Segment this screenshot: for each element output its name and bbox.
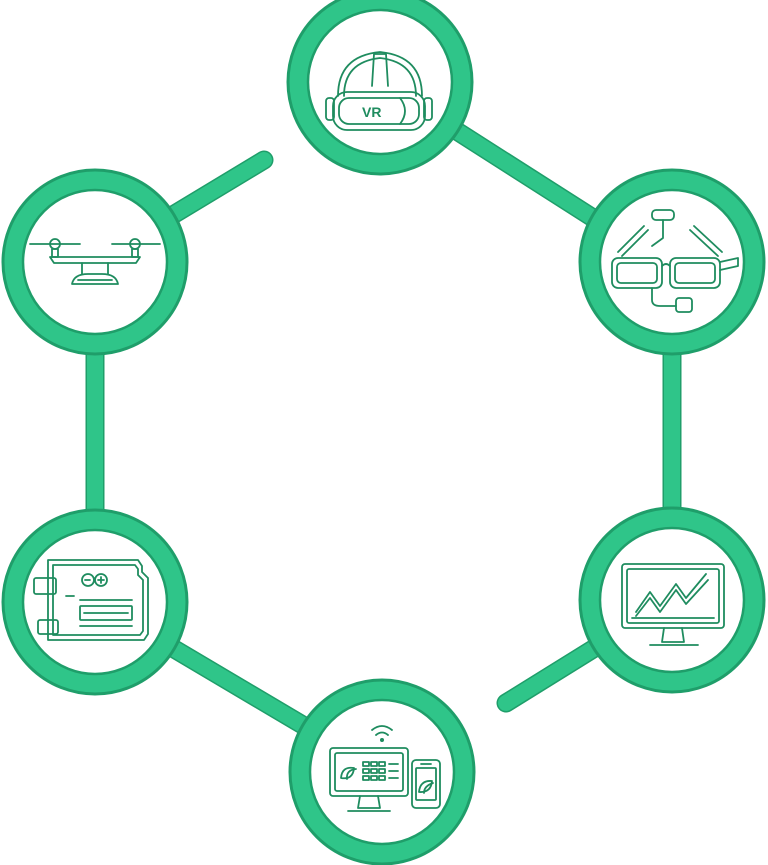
node-analytics — [578, 506, 766, 694]
node-vr: VR — [286, 0, 474, 176]
vr-label: VR — [362, 104, 381, 120]
connectors — [85, 72, 682, 782]
microcontroller-board-icon — [33, 559, 149, 641]
smart-glasses-icon — [611, 209, 739, 313]
node-drone — [1, 168, 189, 356]
node-glasses — [578, 168, 766, 356]
drone-icon — [29, 238, 161, 285]
wifi-icon — [371, 725, 393, 742]
iot-devices-icon — [329, 725, 441, 812]
node-board — [1, 508, 189, 696]
node-iot — [288, 678, 476, 865]
vr-headset-icon: VR — [325, 51, 433, 131]
analytics-monitor-icon — [621, 563, 725, 646]
